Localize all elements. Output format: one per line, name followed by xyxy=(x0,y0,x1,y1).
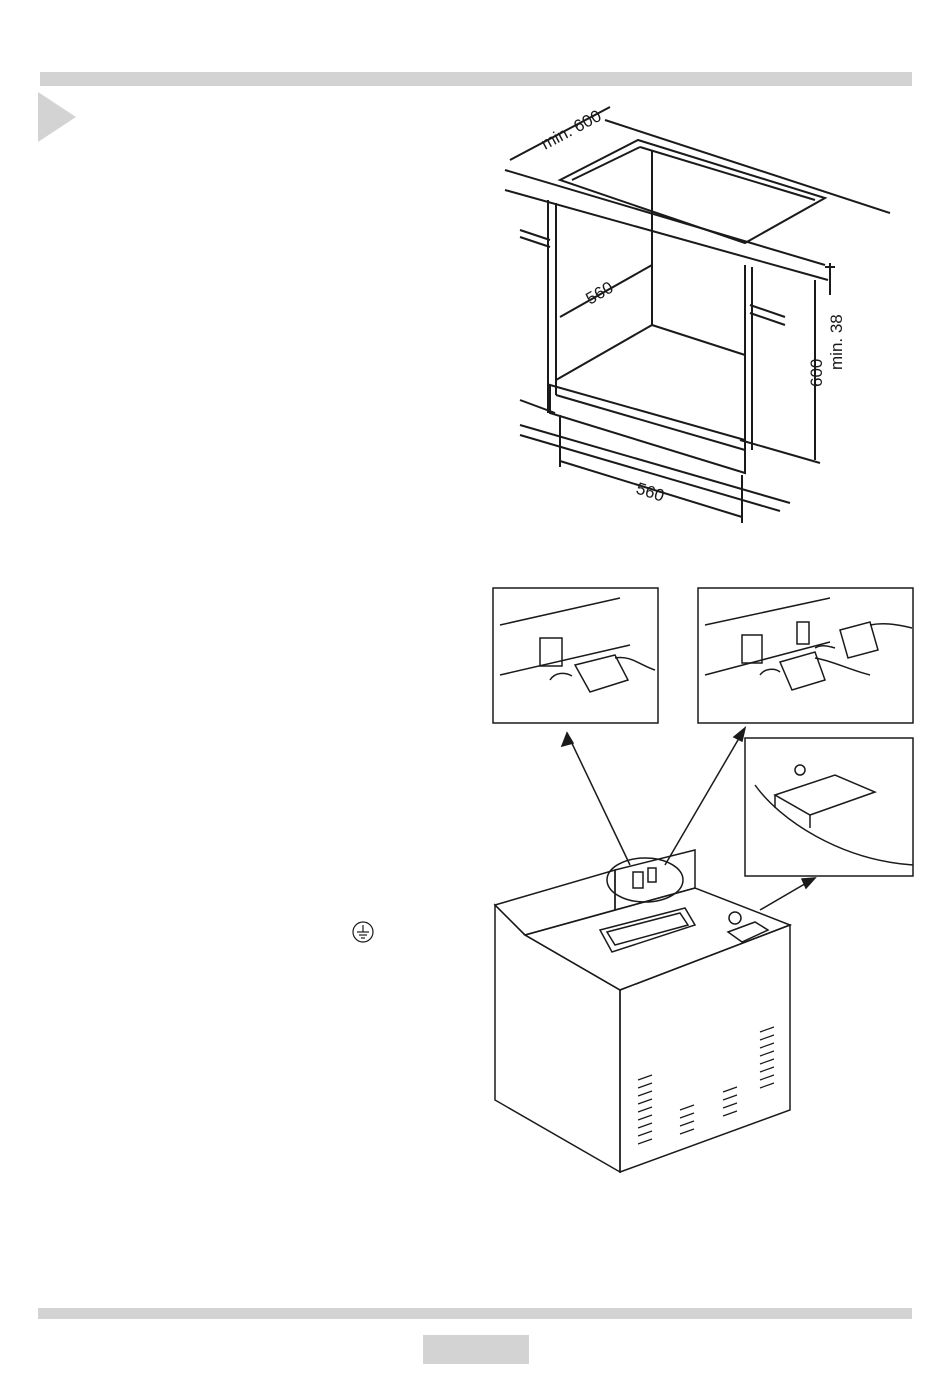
dimension-inner-560-label: 560 xyxy=(583,278,617,309)
dimension-width-560-label: 560 xyxy=(634,479,667,506)
footer-rule xyxy=(38,1308,912,1319)
dimension-height-600-label: 600 xyxy=(807,359,826,387)
play-triangle-icon xyxy=(38,92,78,142)
cabinet-installation-figure: min. 600 560 600 min. 38 560 xyxy=(480,95,920,535)
connector-detail-panel-right xyxy=(698,588,913,723)
page-number-tab xyxy=(423,1335,529,1364)
dimension-min-600-label: min. 600 xyxy=(538,106,604,153)
earth-ground-icon xyxy=(351,920,375,944)
terminal-block-detail-panel xyxy=(745,738,913,876)
electrical-connection-figure xyxy=(480,580,920,1180)
dimension-min-38-label: min. 38 xyxy=(827,314,846,370)
header-rule xyxy=(40,72,912,86)
